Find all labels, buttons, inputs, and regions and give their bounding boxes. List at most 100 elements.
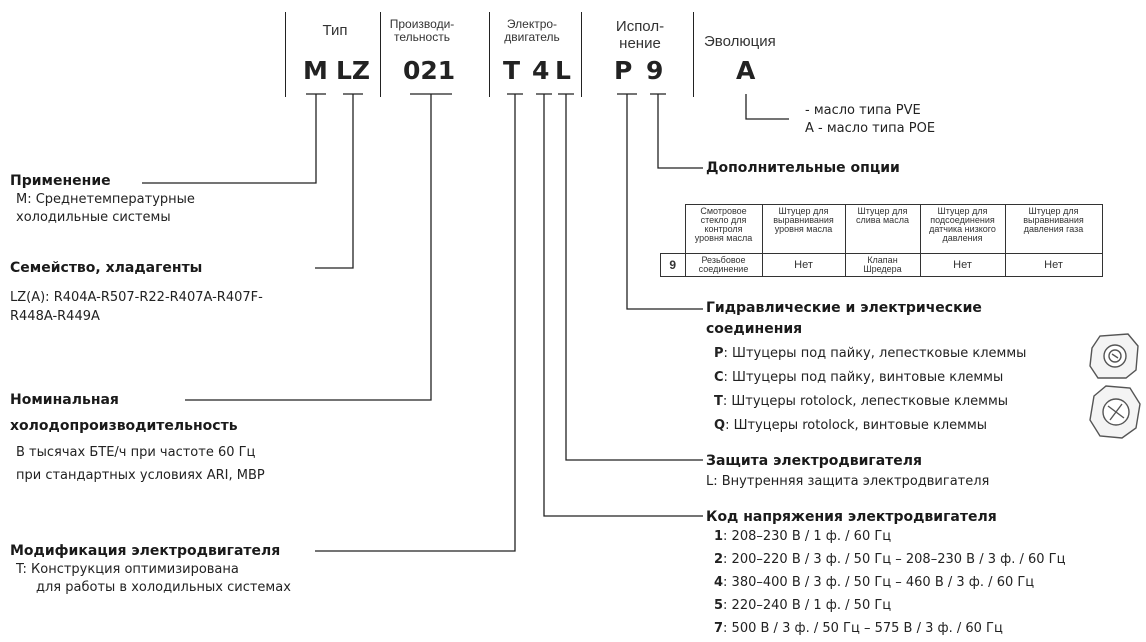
connections-code: C [714,370,724,385]
oil-poe: A - масло типа POE [805,121,936,136]
connections-code: Q [714,418,726,433]
options-header-cell: Штуцер для подсоединения датчика низкого… [919,204,1006,254]
options-header-cell: Штуцер для выравнивания уровня масла [761,204,846,254]
connections-title-1: Гидравлические и электрические [706,300,982,316]
cell-line: Клапан [867,255,898,265]
leader-application [142,94,317,184]
application-title: Применение [10,173,111,189]
header-motor: Электро- двигатель [494,18,570,44]
voltage-code: 5 [714,598,724,613]
header-capacity-line1: Производи- [389,17,455,31]
header-version-line2: нение [619,35,661,52]
voltage-item: 4: 380–400 В / 3 ф. / 50 Гц – 460 В / 3 … [714,575,1034,590]
cell-line: соединение [698,264,749,274]
options-value-row: 9 Резьбовое соединение Нет Клапан Шредер… [660,253,1103,277]
voltage-text: : 380–400 В / 3 ф. / 50 Гц – 460 В / 3 ф… [723,575,1035,590]
cell-line: Штуцер для [1028,206,1079,216]
options-row-code: 9 [660,253,686,277]
header-version-line1: Испол- [615,18,665,35]
code-nine: 9 [646,56,664,85]
code-l: L [555,56,571,85]
capacity-title-2: холодопроизводительность [10,418,238,434]
code-m: M [303,56,328,85]
capacity-line2: при стандартных условиях ARI, MBP [16,468,265,483]
protection-title: Защита электродвигателя [706,453,923,469]
cell-line: Резьбовое [701,255,746,265]
voltage-text: : 500 В / 3 ф. / 50 Гц – 575 В / 3 ф. / … [723,621,1003,636]
cell-line: уровня масла [774,224,833,234]
leader-voltage [543,94,703,517]
header-evolution: Эволюция [704,33,776,50]
protection-line1: L: Внутренняя защита электродвигателя [706,474,990,489]
header-motor-line1: Электро- [506,17,558,31]
connections-text: : Штуцеры rotolock, лепестковые клеммы [722,394,1009,409]
options-header-cell: Штуцер для выравнивания давления газа [1004,204,1103,254]
options-header-cell: Смотровое стекло для контроля уровня мас… [684,204,763,254]
cell-line: Штуцер для [857,206,908,216]
code-t: T [503,56,521,85]
motor-mod-line2: для работы в холодильных системах [36,580,291,595]
connections-code: P [714,346,724,361]
leader-oil [745,94,789,120]
cell-line: уровня масла [694,233,753,243]
voltage-text: : 208–230 В / 1 ф. / 60 Гц [723,529,892,544]
cell-line: контроля [704,224,743,234]
voltage-item: 5: 220–240 В / 1 ф. / 50 Гц [714,598,891,613]
family-title: Семейство, хладагенты [10,260,203,276]
cell-line: Штуцер для [778,206,829,216]
options-value-cell: Нет [1004,253,1103,277]
voltage-item: 2: 200–220 В / 3 ф. / 50 Гц – 208–230 В … [714,552,1065,567]
cell-line: давления [942,233,983,243]
leader-capacity [185,94,432,401]
cell-line: датчика низкого [929,224,996,234]
leader-options [657,94,703,169]
options-value-cell: Нет [761,253,846,277]
header-separator [581,12,582,97]
connections-item: P: Штуцеры под пайку, лепестковые клеммы [714,346,1026,361]
cell-line: Шредера [863,264,902,274]
options-value-cell: Нет [919,253,1006,277]
voltage-code: 4 [714,575,724,590]
cell-line: подсоединения [930,215,995,225]
options-table: Смотровое стекло для контроля уровня мас… [660,204,1103,277]
connections-item: C: Штуцеры под пайку, винтовые клеммы [714,370,1003,385]
options-header-row: Смотровое стекло для контроля уровня мас… [661,204,1103,254]
cell-line: слива масла [856,215,909,225]
header-separator [380,12,381,97]
cell-line: стекло для [700,215,747,225]
options-value-cell: Клапан Шредера [844,253,921,277]
header-motor-line2: двигатель [504,30,560,44]
voltage-code: 2 [714,552,724,567]
family-line2: R448A-R449A [10,309,100,324]
cell-line: давления газа [1023,224,1084,234]
options-value-cell: Резьбовое соединение [684,253,763,277]
voltage-text: : 200–220 В / 3 ф. / 50 Гц – 208–230 В /… [723,552,1066,567]
header-version: Испол- нение [600,18,680,52]
cell-line: выравнивания [1023,215,1084,225]
oil-pve: - масло типа PVE [805,103,921,118]
voltage-text: : 220–240 В / 1 ф. / 50 Гц [723,598,892,613]
connections-title-2: соединения [706,321,803,337]
voltage-code: 7 [714,621,724,636]
voltage-code: 1 [714,529,724,544]
header-type: Тип [322,22,348,39]
connections-text: : Штуцеры rotolock, винтовые клеммы [725,418,988,433]
leader-protection [565,94,703,461]
application-line1: M: Среднетемпературные [16,192,195,207]
leader-family [315,94,354,269]
connector-illustration [1089,333,1141,439]
capacity-title-1: Номинальная [10,392,119,408]
code-a: A [736,56,756,85]
capacity-line1: В тысячах БТЕ/ч при частоте 60 Гц [16,445,256,460]
connections-text: : Штуцеры под пайку, лепестковые клеммы [723,346,1027,361]
code-p: P [614,56,633,85]
header-separator [693,12,694,97]
header-capacity-line2: тельность [394,30,450,44]
options-title: Дополнительные опции [706,160,900,176]
code-lz: LZ [336,56,371,85]
header-separator [285,12,286,97]
motor-mod-line1: T: Конструкция оптимизирована [16,562,239,577]
voltage-item: 1: 208–230 В / 1 ф. / 60 Гц [714,529,891,544]
header-capacity: Производи- тельность [387,18,457,44]
